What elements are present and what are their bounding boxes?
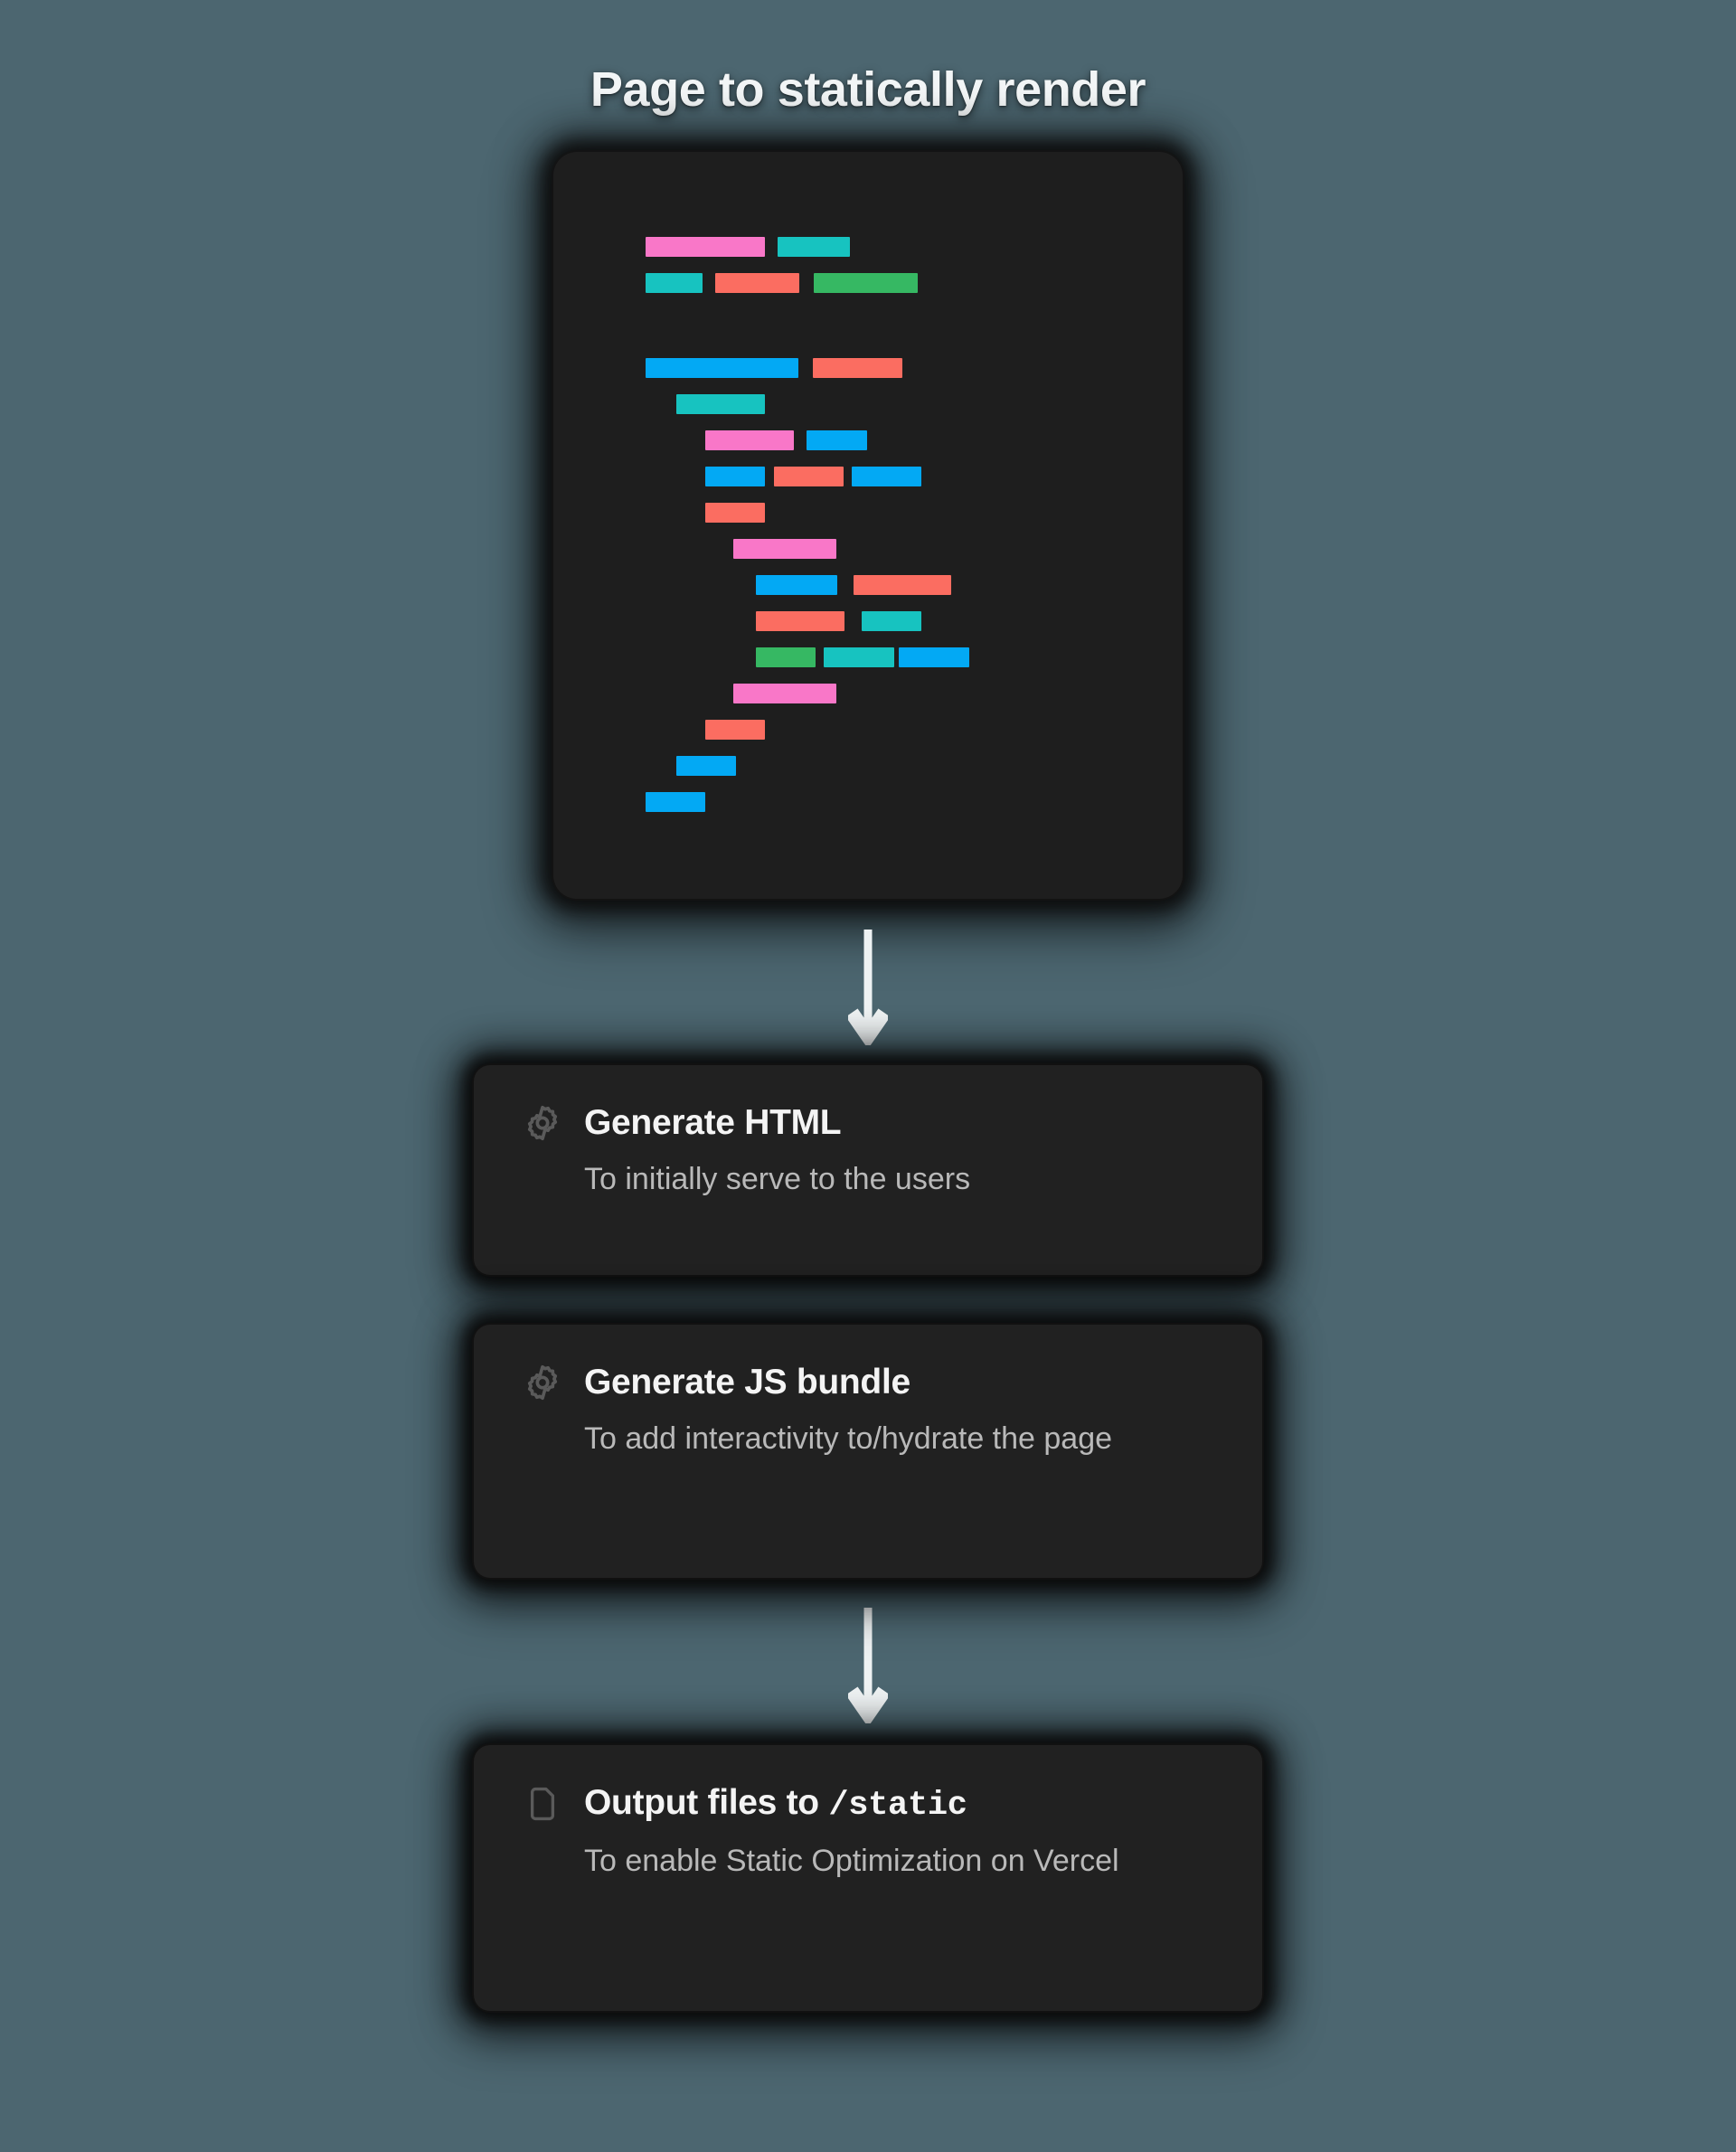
code-bar [774,467,844,486]
code-bar [676,394,765,414]
step-header: Output files to /static [523,1783,1213,1825]
gear-icon [523,1363,562,1402]
code-bar [705,503,765,523]
step-header: Generate JS bundle [523,1363,1213,1402]
code-bar [813,358,902,378]
step-title: Generate HTML [584,1103,842,1142]
page-title: Page to statically render [590,62,1146,117]
code-bar [646,358,798,378]
step-card-generate-js-bundle[interactable]: Generate JS bundle To add interactivity … [474,1325,1262,1578]
arrow-code-to-html [845,927,891,1050]
code-bar [862,611,921,631]
step-description: To enable Static Optimization on Vercel [584,1844,1119,1878]
gear-icon [523,1103,562,1143]
code-bar [646,273,703,293]
code-bar [715,273,799,293]
code-bar [807,430,867,450]
code-preview-card [553,152,1183,899]
code-bar [778,237,850,257]
step-title-text: Output files to [584,1783,829,1822]
code-bar [705,720,765,740]
code-bar [705,467,765,486]
code-bar [899,647,969,667]
step-description: To add interactivity to/hydrate the page [584,1421,1113,1456]
step-card-generate-html[interactable]: Generate HTML To initially serve to the … [474,1065,1262,1275]
code-preview-lines [553,152,1183,899]
code-bar [646,792,705,812]
code-bar [814,273,918,293]
code-bar [646,237,765,257]
down-arrow-icon [845,927,891,1050]
step-title-mono-path: /static [828,1787,967,1825]
step-card-output-files[interactable]: Output files to /static To enable Static… [474,1745,1262,2011]
code-bar [733,684,836,703]
code-bar [852,467,921,486]
code-bar [733,539,836,559]
step-title: Generate JS bundle [584,1363,910,1402]
down-arrow-icon [845,1605,891,1728]
arrow-js-to-output [845,1605,891,1728]
code-bar [756,611,844,631]
code-bar [676,756,736,776]
file-icon [523,1784,562,1824]
code-bar [705,430,794,450]
step-description: To initially serve to the users [584,1162,971,1196]
step-header: Generate HTML [523,1103,1213,1143]
code-bar [854,575,951,595]
code-bar [756,647,816,667]
code-bar [824,647,894,667]
code-bar [756,575,837,595]
step-title: Output files to /static [584,1783,967,1825]
